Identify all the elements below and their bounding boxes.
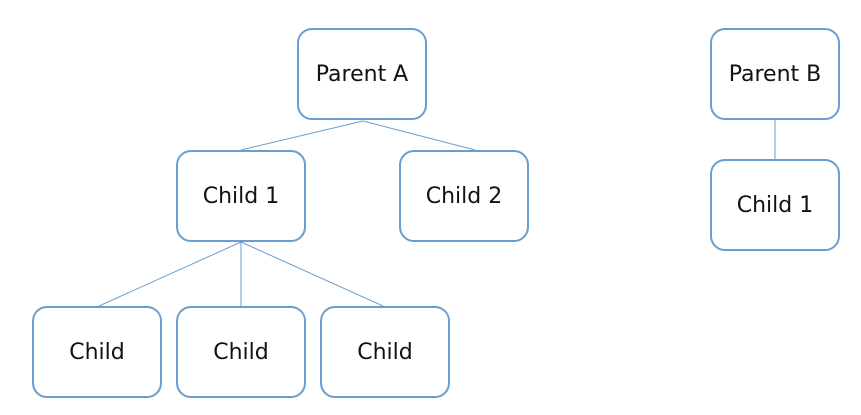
connector-child-1-grandchild-1 [98, 241, 242, 307]
connector-parent-a-child-1 [240, 120, 364, 151]
node-parent-a-child-1-label: Child 1 [202, 183, 280, 209]
node-grandchild-1: Child [32, 306, 162, 398]
node-parent-a: Parent A [297, 28, 427, 120]
node-grandchild-1-label: Child [69, 339, 125, 365]
node-grandchild-2: Child [176, 306, 306, 398]
node-parent-a-label: Parent A [315, 61, 409, 87]
node-parent-a-child-1: Child 1 [176, 150, 306, 242]
node-parent-b-child-1-label: Child 1 [736, 192, 814, 218]
node-parent-a-child-2: Child 2 [399, 150, 529, 242]
node-grandchild-2-label: Child [213, 339, 269, 365]
node-parent-b-child-1: Child 1 [710, 159, 840, 251]
node-parent-b: Parent B [710, 28, 840, 120]
node-parent-a-child-2-label: Child 2 [425, 183, 503, 209]
node-parent-b-label: Parent B [728, 61, 822, 87]
node-grandchild-3-label: Child [357, 339, 413, 365]
connector-parent-a-child-2 [362, 120, 476, 151]
connector-child-1-grandchild-3 [240, 241, 384, 307]
node-grandchild-3: Child [320, 306, 450, 398]
